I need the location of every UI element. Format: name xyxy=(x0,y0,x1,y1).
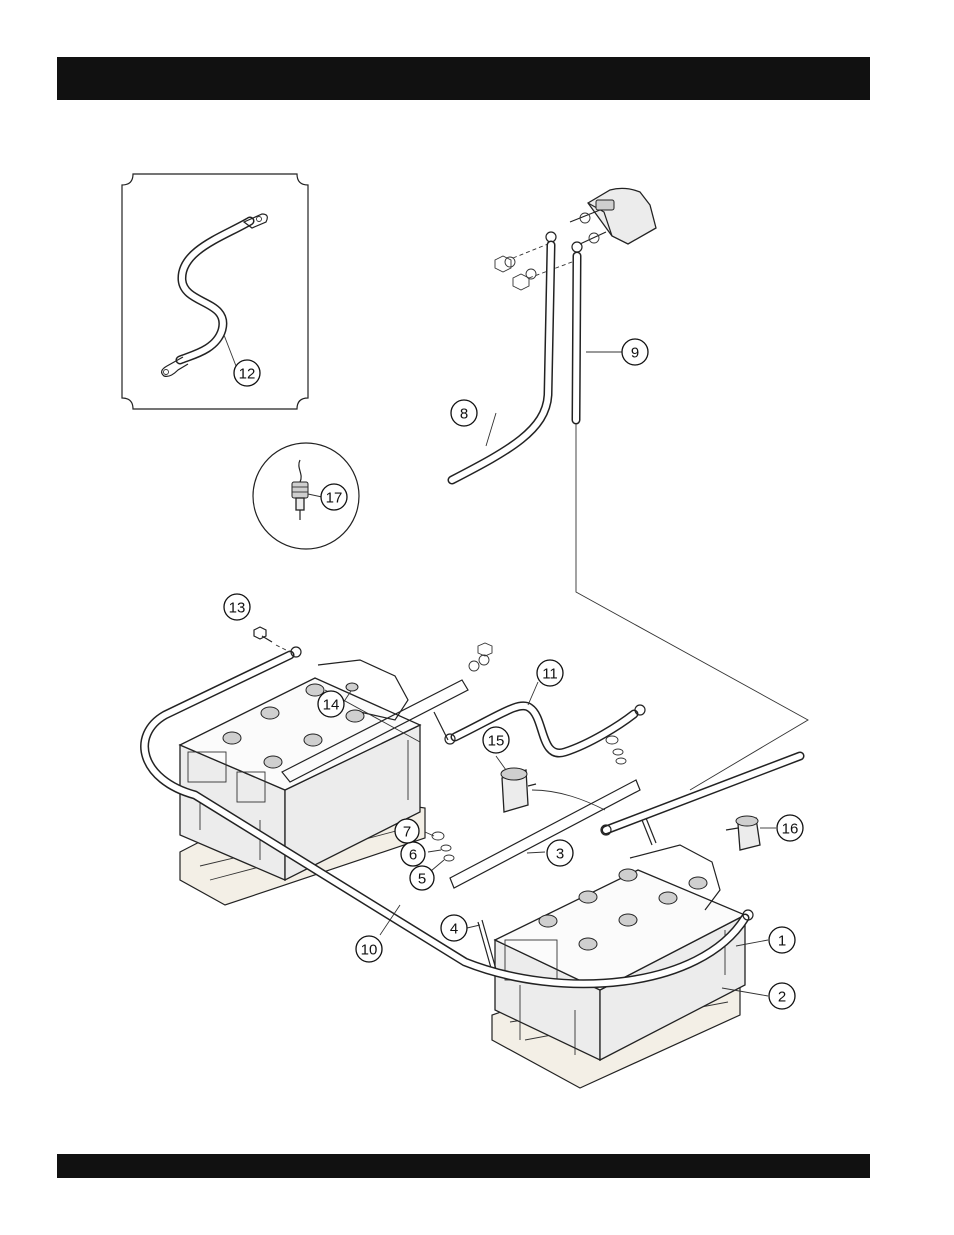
terminal-cap-15 xyxy=(496,756,605,812)
svg-text:13: 13 xyxy=(229,600,246,617)
callout-17: 17 xyxy=(321,484,347,510)
callout-8: 8 xyxy=(451,400,477,426)
svg-text:12: 12 xyxy=(239,366,256,383)
svg-text:8: 8 xyxy=(460,406,468,423)
callout-3: 3 xyxy=(547,840,573,866)
svg-text:17: 17 xyxy=(326,490,343,507)
svg-text:10: 10 xyxy=(361,942,378,959)
svg-text:7: 7 xyxy=(403,824,411,841)
svg-text:1: 1 xyxy=(778,933,786,950)
svg-text:5: 5 xyxy=(418,871,426,888)
svg-text:6: 6 xyxy=(409,847,417,864)
callout-15: 15 xyxy=(483,727,509,753)
callout-5: 5 xyxy=(410,866,434,890)
nut-hardware-14 xyxy=(343,643,492,703)
svg-text:4: 4 xyxy=(450,921,458,938)
svg-text:11: 11 xyxy=(542,666,558,683)
callout-11: 11 xyxy=(537,660,563,686)
bolt-13 xyxy=(254,627,290,652)
callout-6: 6 xyxy=(401,842,425,866)
callout-12: 12 xyxy=(234,360,260,386)
cable-9-lower xyxy=(601,756,800,835)
callout-13: 13 xyxy=(224,594,250,620)
svg-text:9: 9 xyxy=(631,345,639,362)
svg-text:16: 16 xyxy=(782,821,799,838)
svg-text:14: 14 xyxy=(323,697,340,714)
callout-2: 2 xyxy=(769,983,795,1009)
callout-1: 1 xyxy=(769,927,795,953)
callout-14: 14 xyxy=(318,691,344,717)
cable-11 xyxy=(445,682,645,753)
battery-switch-assembly xyxy=(452,188,808,790)
terminal-cap-16 xyxy=(726,816,776,850)
callout-16: 16 xyxy=(777,815,803,841)
svg-text:15: 15 xyxy=(488,733,505,750)
battery-right xyxy=(492,845,745,1088)
callout-4: 4 xyxy=(441,915,467,941)
svg-text:3: 3 xyxy=(556,846,564,863)
svg-text:2: 2 xyxy=(778,989,786,1006)
inset-panel-cable-12 xyxy=(122,174,308,409)
callout-9: 9 xyxy=(622,339,648,365)
callout-10: 10 xyxy=(356,936,382,962)
callout-7: 7 xyxy=(395,819,419,843)
